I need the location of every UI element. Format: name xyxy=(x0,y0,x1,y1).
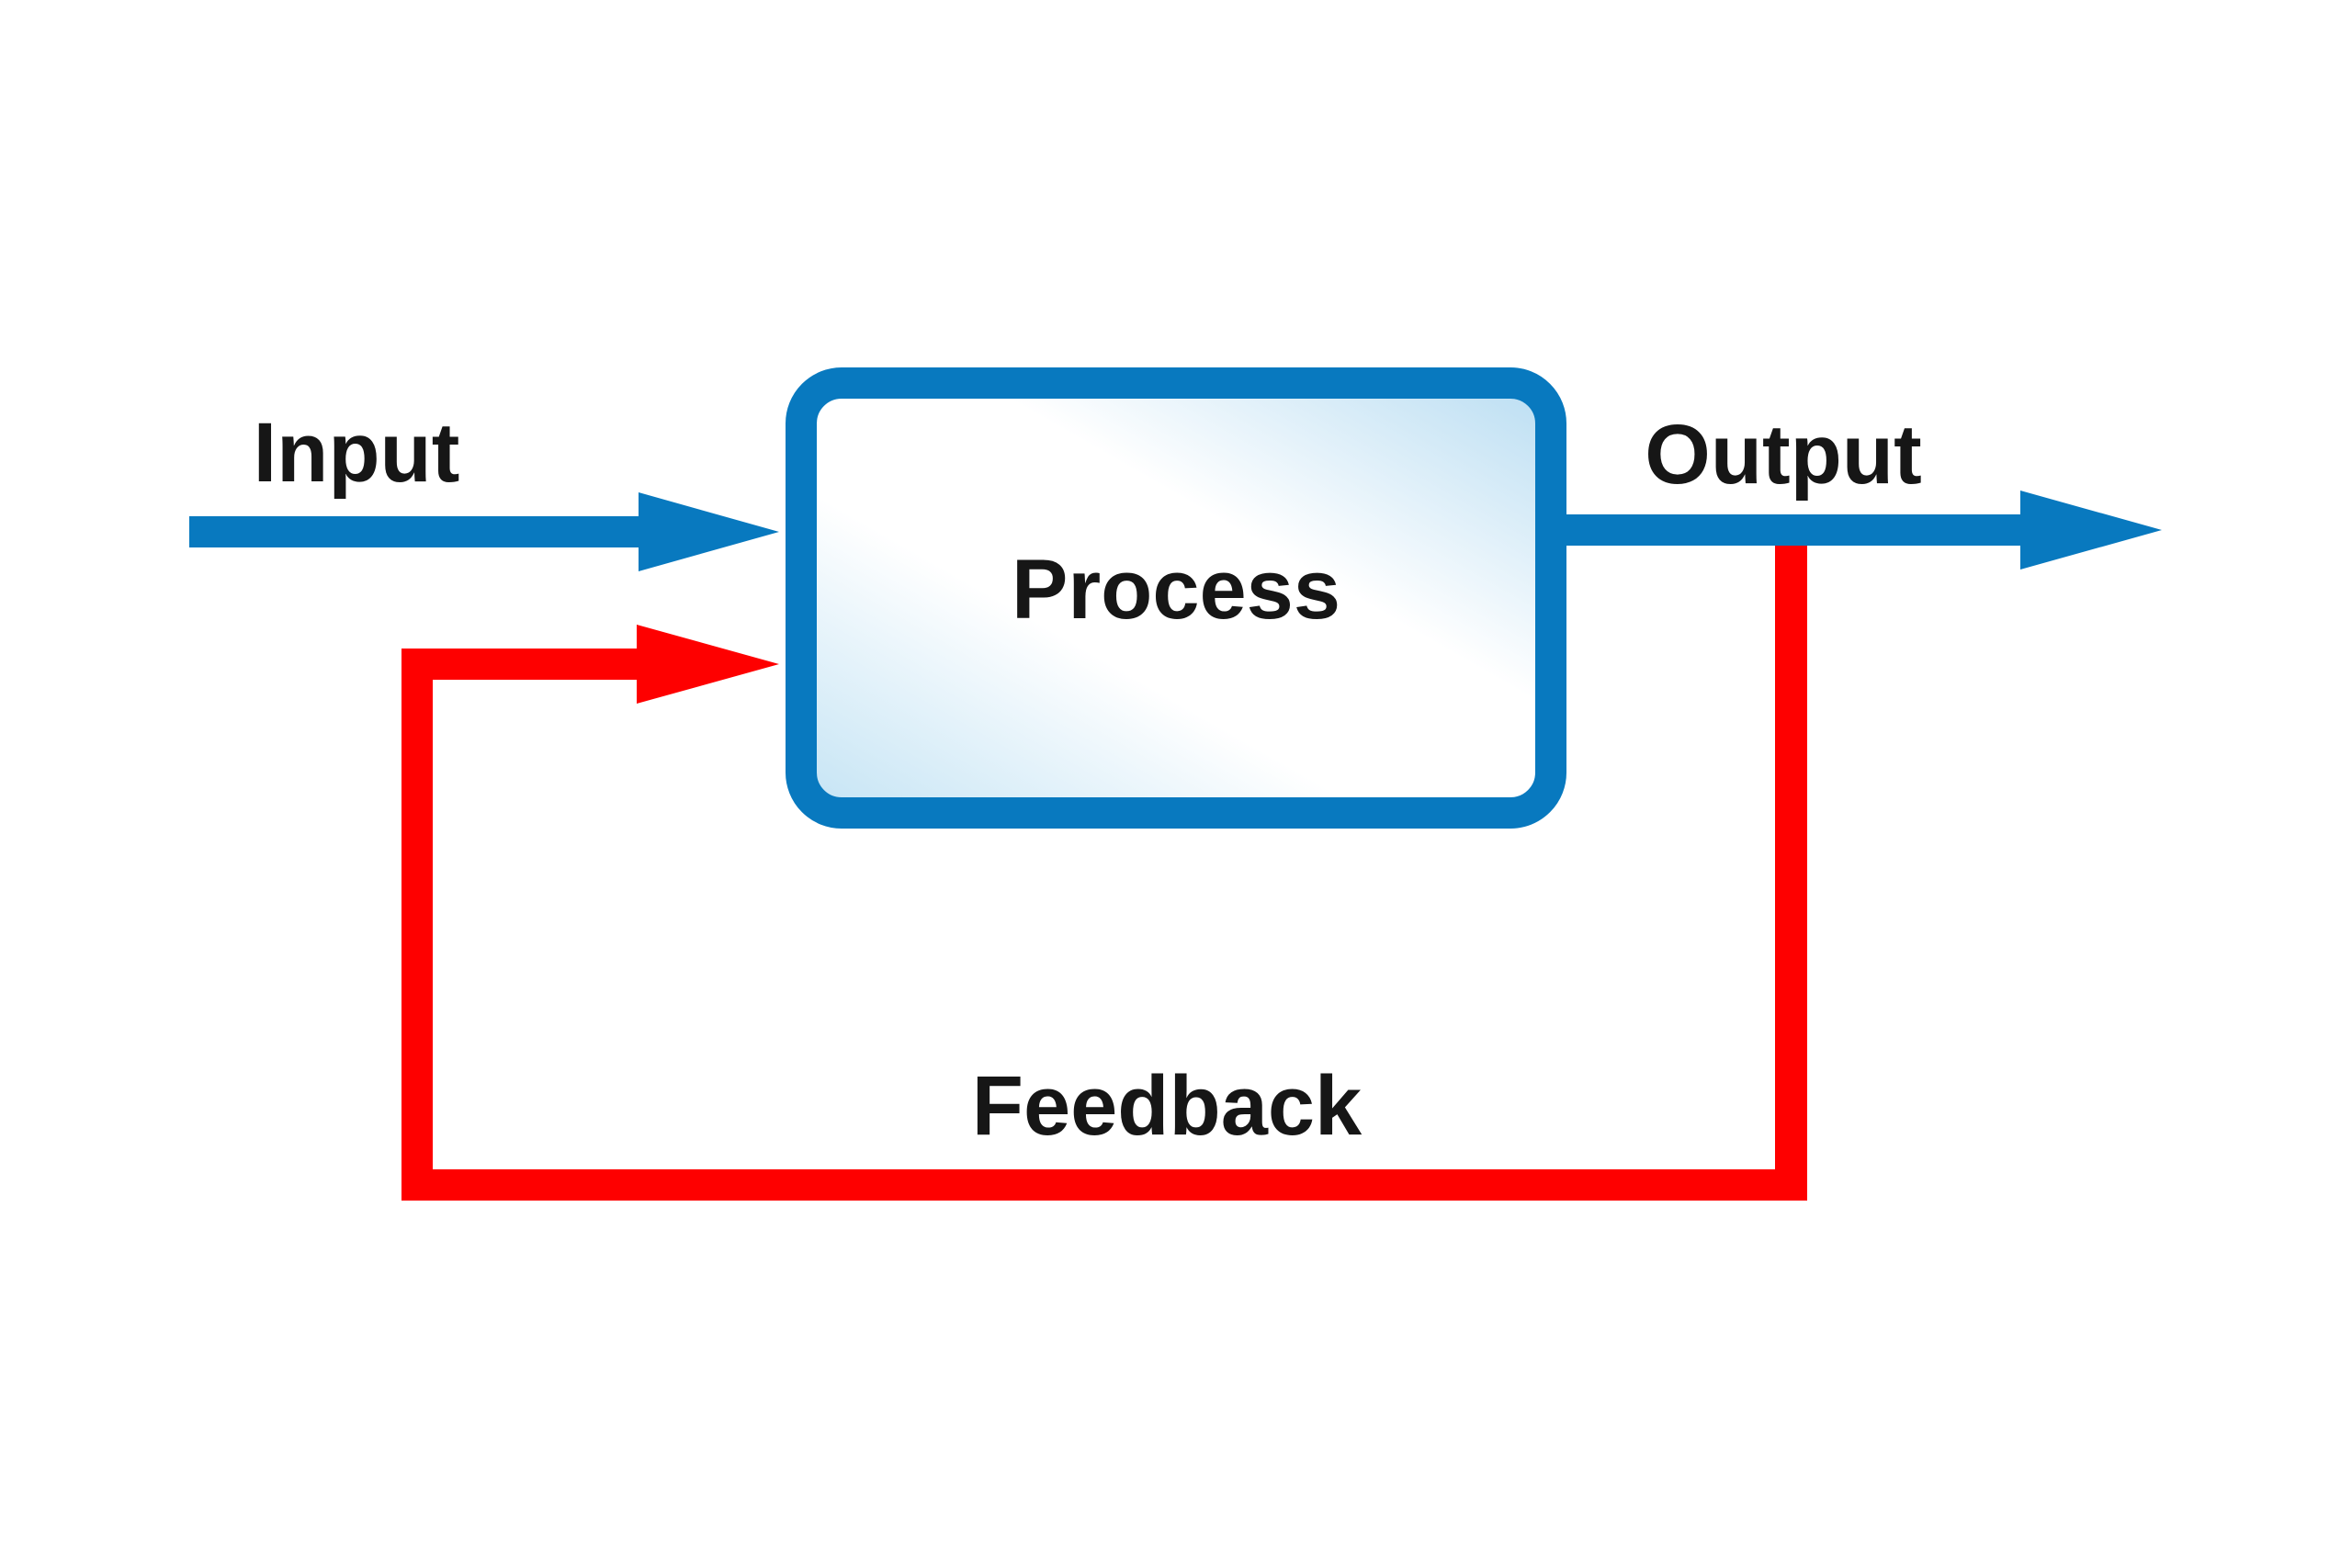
feedback-label: Feedback xyxy=(972,1059,1363,1153)
output-arrow xyxy=(1566,491,2162,570)
process-label: Process xyxy=(1012,543,1340,637)
output-label: Output xyxy=(1645,408,1921,502)
process-box xyxy=(786,367,1566,829)
input-arrow xyxy=(189,492,779,571)
input-label: Input xyxy=(254,406,460,500)
